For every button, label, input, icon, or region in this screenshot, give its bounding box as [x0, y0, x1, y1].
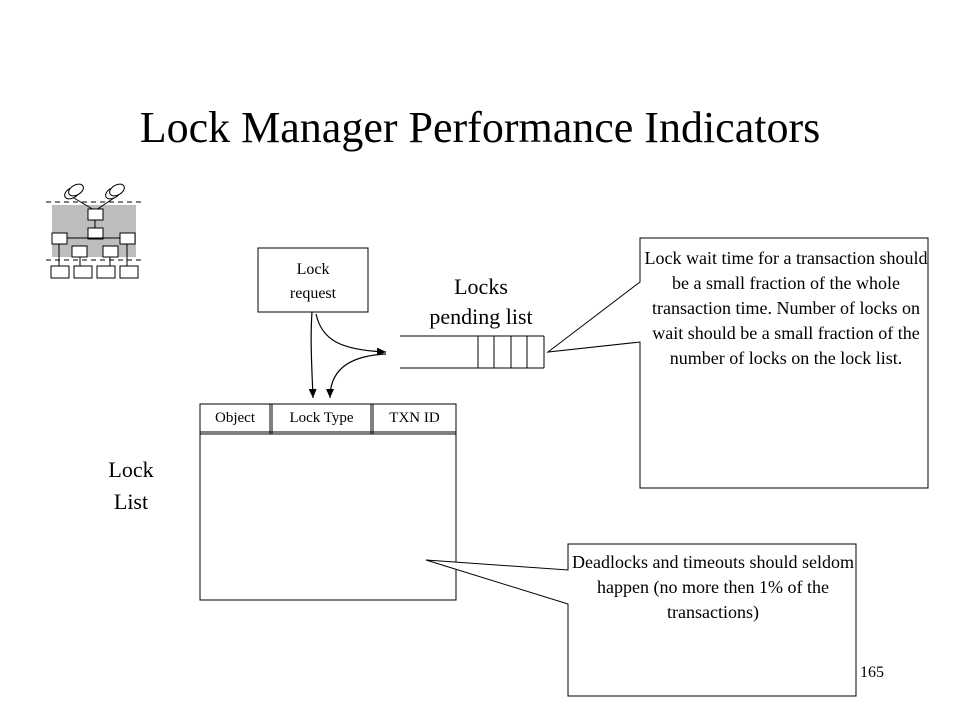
arrow-pending-to-lock-list: [326, 353, 387, 399]
arrow-to-lock-list: [308, 311, 317, 399]
locks-pending-list-label: Locks pending list: [429, 274, 533, 329]
column-header-lock-type: Lock Type: [289, 410, 354, 426]
callout-wait-time-shape: [546, 237, 929, 489]
callout-deadlocks-shape: [425, 543, 857, 697]
lock-list-label: Lock List: [108, 457, 154, 514]
lock-request-text: Lock request: [289, 261, 337, 302]
arrow-to-pending-list: [315, 313, 387, 356]
lock-list-table: [199, 403, 457, 601]
lock-request-label: Lock request: [258, 258, 368, 306]
callout-wait-time-text: Lock wait time for a transaction should …: [644, 248, 928, 368]
callout-deadlocks-text: Deadlocks and timeouts should seldom hap…: [572, 552, 854, 622]
lock-request-box: [257, 247, 369, 313]
system-architecture-icon: [46, 183, 142, 279]
slide-title: Lock Manager Performance Indicators: [139, 103, 821, 152]
column-header-txn-id: TXN ID: [389, 410, 440, 426]
pending-queue: [400, 335, 545, 369]
page-number: 165: [860, 664, 884, 681]
column-header-object: Object: [215, 410, 255, 426]
